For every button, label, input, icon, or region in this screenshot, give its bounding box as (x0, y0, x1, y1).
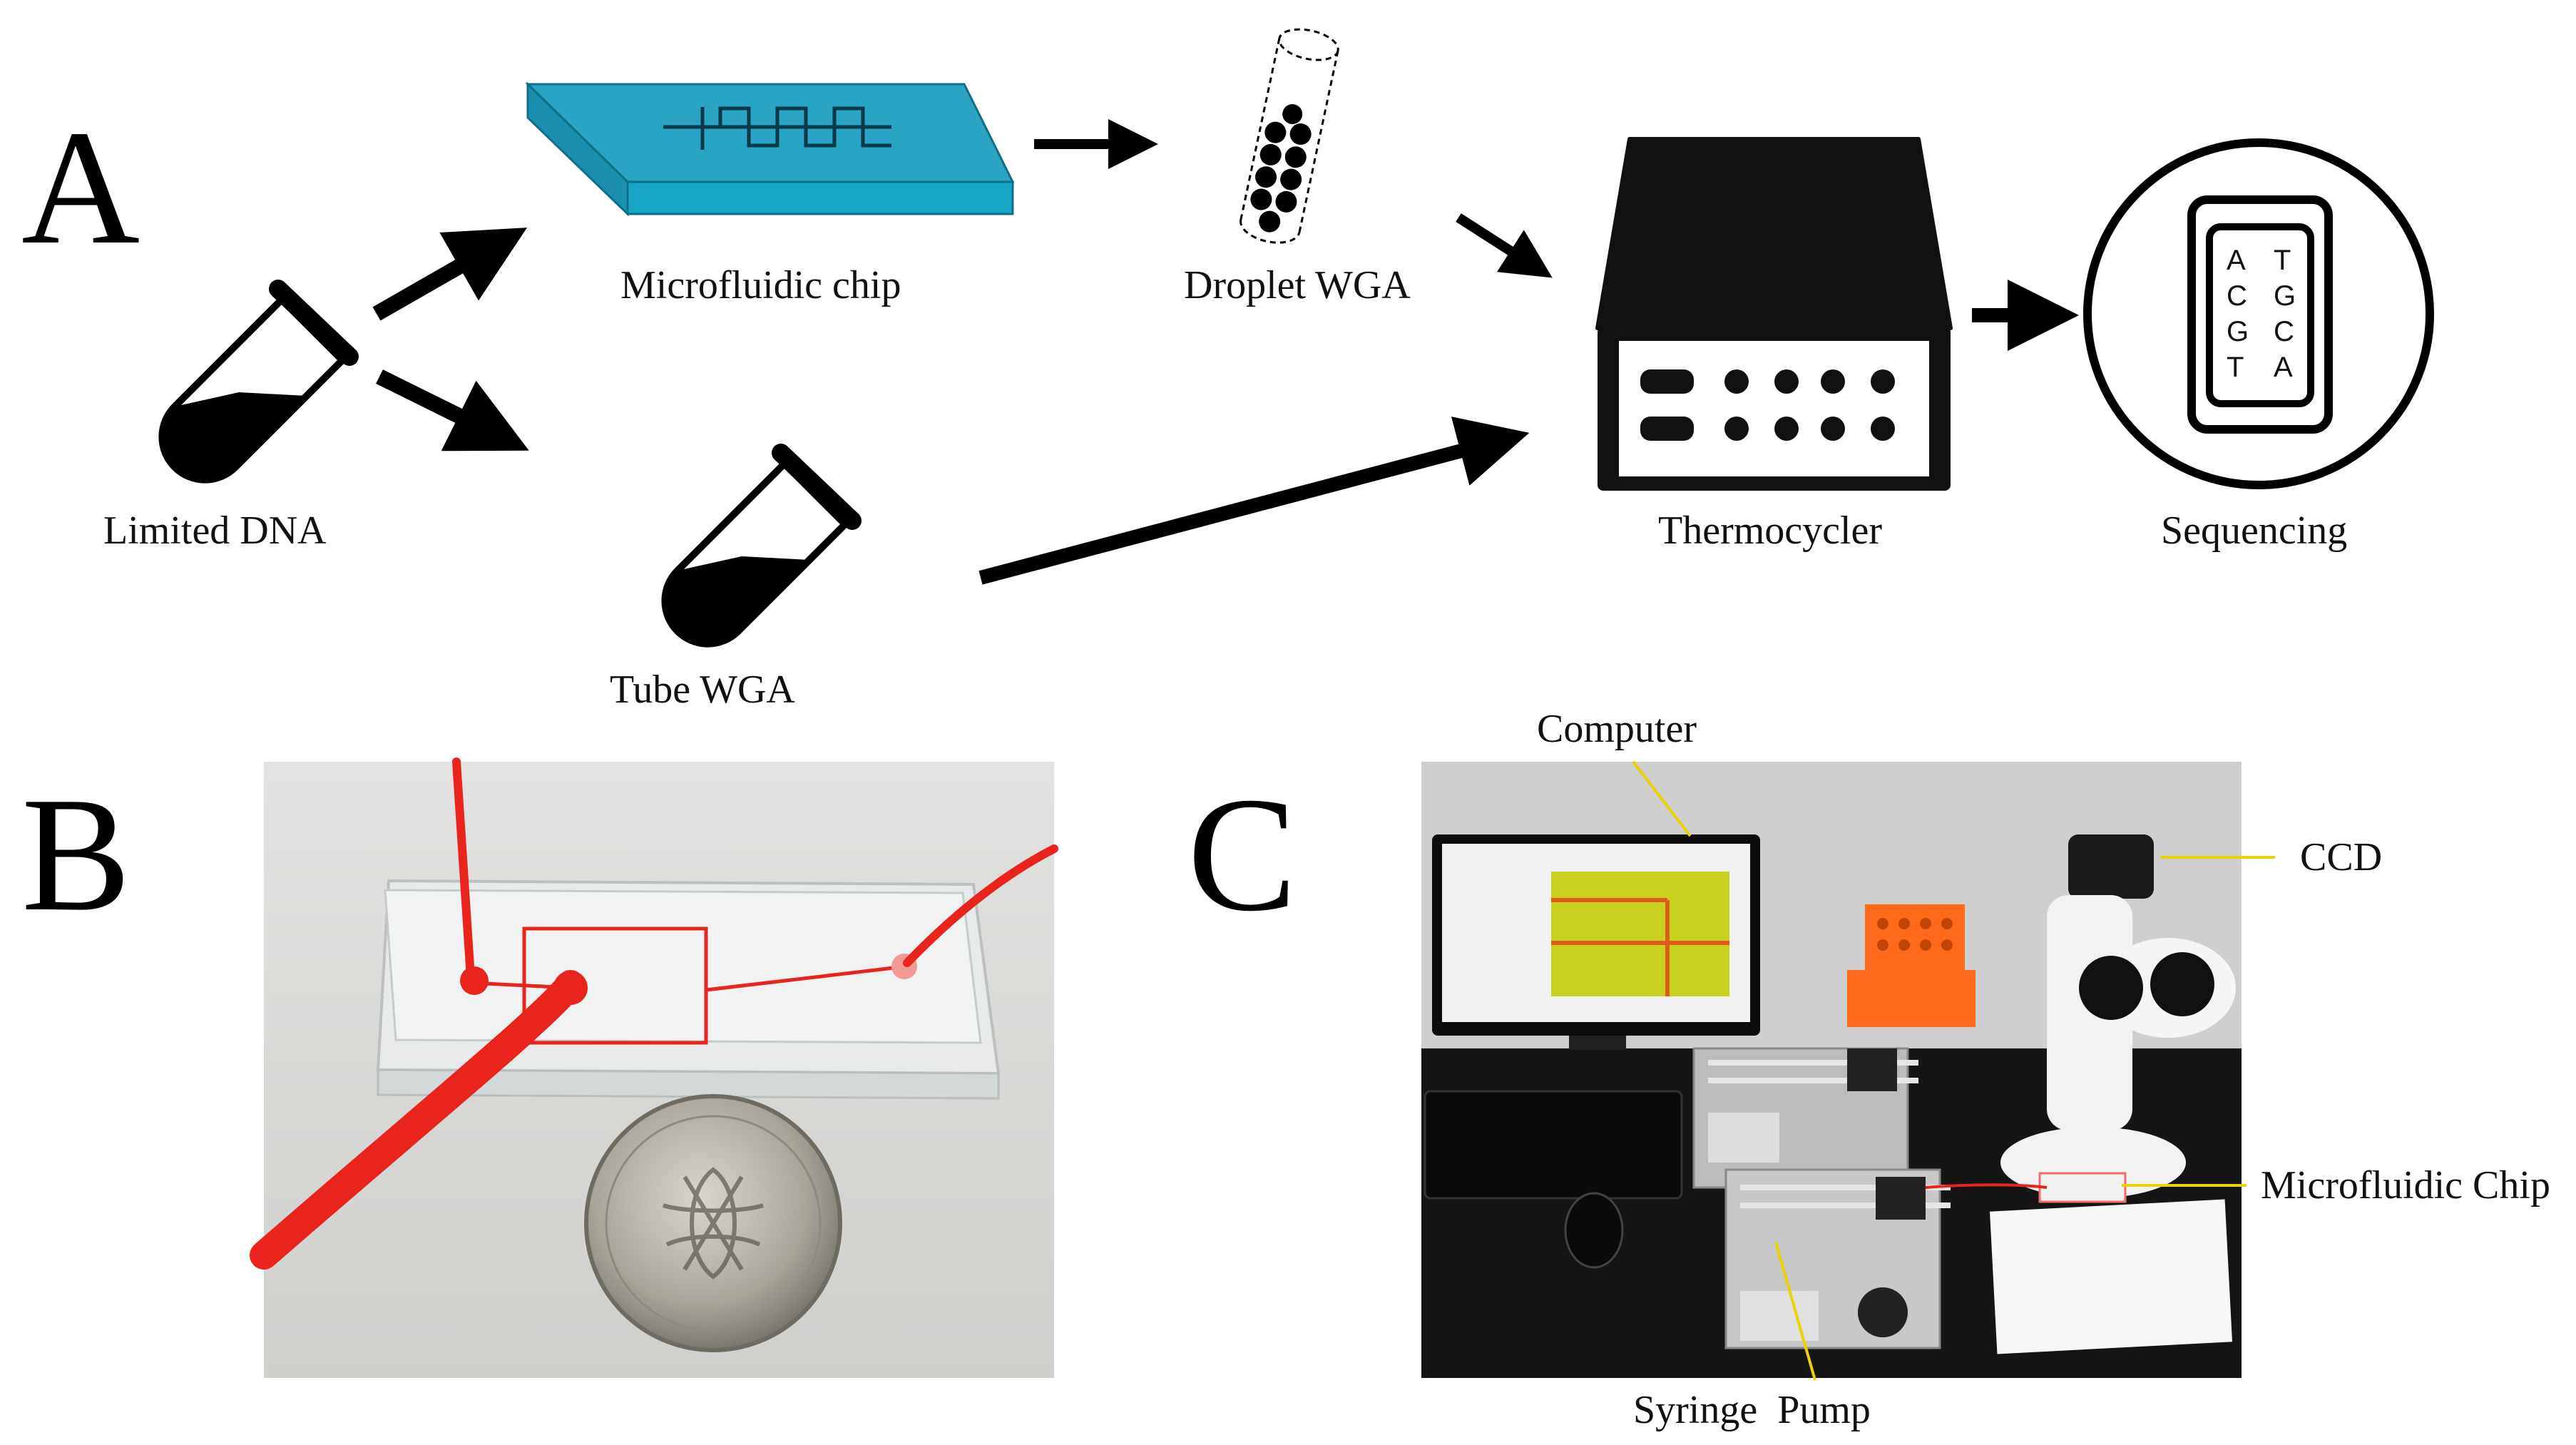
thermocycler-icon (1595, 137, 1953, 491)
limited-dna-tube-icon (158, 280, 359, 484)
seq-letter-r3: A (2274, 352, 2293, 383)
tube-wga-label: Tube WGA (610, 668, 795, 712)
microfluidic-chip-label: Microfluidic chip (620, 263, 901, 307)
pump-pointer-line (1774, 1242, 1816, 1381)
seq-letter-l3: T (2227, 352, 2244, 383)
seq-letter-l1: C (2227, 280, 2247, 312)
syringe-pump-icon (1692, 1047, 1951, 1349)
computer-label: Computer (1537, 707, 1697, 751)
syringe-pump-label: Syringe Pump (1633, 1388, 1871, 1432)
panel-b-label: B (21, 763, 131, 945)
microfluidic-chip-c-label: Microfluidic Chip (2261, 1163, 2550, 1207)
arrow-dna-to-tube (376, 369, 529, 451)
arrow-tube-to-thermocycler (978, 417, 1530, 585)
seq-letter-l0: A (2227, 245, 2246, 276)
tube-rack-icon (1847, 904, 1976, 1027)
seq-letter-r2: C (2274, 316, 2294, 347)
coin-icon (584, 1094, 842, 1352)
microfluidic-chip-icon (525, 81, 1015, 217)
droplet-wga-tube-icon (1240, 28, 1339, 244)
sequencing-label: Sequencing (2161, 509, 2347, 553)
seq-letter-r1: G (2274, 280, 2296, 312)
sequencing-icon (2083, 138, 2434, 489)
chip-photo (250, 757, 1058, 1378)
computer-pointer-line (1632, 760, 1692, 837)
arrow-dna-to-chip (372, 228, 528, 321)
setup-photo (1421, 762, 2242, 1378)
limited-dna-label: Limited DNA (103, 509, 327, 553)
arrow-droplet-to-thermocycler (1456, 213, 1553, 278)
panel-a-label: A (21, 96, 140, 278)
tube-wga-icon (661, 444, 862, 648)
microscope-icon (1989, 834, 2236, 1354)
thermocycler-label: Thermocycler (1658, 509, 1882, 553)
ccd-label: CCD (2300, 835, 2382, 879)
seq-letter-l2: G (2227, 316, 2249, 347)
seq-letter-r0: T (2274, 245, 2291, 276)
panel-c-label: C (1187, 763, 1297, 945)
droplet-wga-label: Droplet WGA (1184, 263, 1411, 307)
